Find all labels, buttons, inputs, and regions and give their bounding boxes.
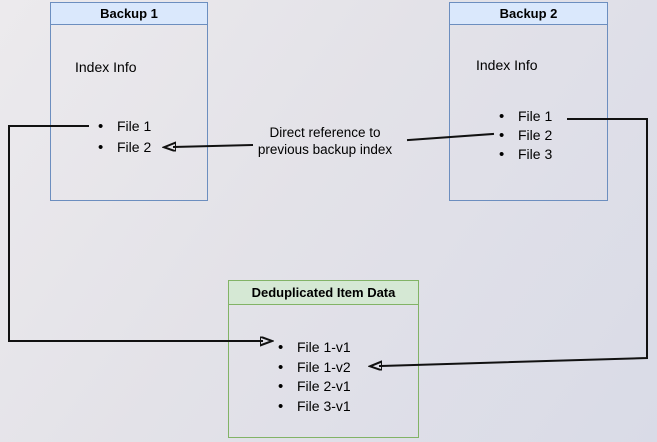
dedup-file-list: File 1-v1 File 1-v2 File 2-v1 File 3-v1 (275, 338, 351, 416)
dedup-title: Deduplicated Item Data (229, 281, 418, 305)
direct-reference-label: Direct reference to previous backup inde… (245, 124, 405, 158)
backup1-node: Backup 1 Index Info File 1 File 2 (50, 2, 208, 201)
backup1-file-2: File 2 (95, 137, 151, 158)
backup2-index-info-heading: Index Info (476, 57, 538, 73)
dedup-node: Deduplicated Item Data File 1-v1 File 1-… (228, 280, 419, 438)
backup2-file-list: File 1 File 2 File 3 (496, 107, 552, 164)
dedup-file-1v1: File 1-v1 (275, 338, 351, 358)
backup1-file-list: File 1 File 2 (95, 116, 151, 158)
backup2-file-2: File 2 (496, 126, 552, 145)
direct-reference-label-line1: Direct reference to (269, 125, 381, 140)
dedup-file-1v2: File 1-v2 (275, 358, 351, 378)
dedup-file-3v1: File 3-v1 (275, 397, 351, 417)
backup2-file-1: File 1 (496, 107, 552, 126)
backup1-file-1: File 1 (95, 116, 151, 137)
backup2-title: Backup 2 (450, 3, 607, 25)
backup1-index-info-heading: Index Info (75, 59, 137, 75)
backup2-node: Backup 2 Index Info File 1 File 2 File 3 (449, 2, 608, 201)
backup2-file-3: File 3 (496, 145, 552, 164)
backup1-title: Backup 1 (51, 3, 207, 25)
dedup-file-2v1: File 2-v1 (275, 377, 351, 397)
direct-reference-label-line2: previous backup index (257, 142, 393, 157)
